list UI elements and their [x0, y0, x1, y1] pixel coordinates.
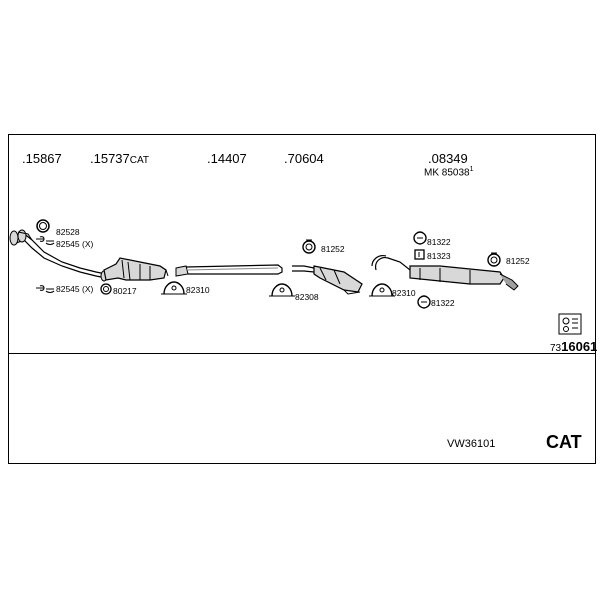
clamp-82545-a	[36, 236, 55, 245]
model-code: VW36101	[447, 438, 496, 450]
type-label: CAT	[546, 432, 582, 452]
part-number-70604: .70604	[284, 151, 324, 166]
gasket-82528	[36, 219, 50, 233]
part-number-15867: .15867	[22, 151, 62, 166]
catalytic-converter-15737	[103, 257, 169, 281]
hanger-81252-a	[302, 239, 316, 254]
fitting-label-81322-a: 81322	[427, 237, 451, 247]
front-pipe-15867	[9, 229, 108, 282]
fitting-label-80217: 80217	[113, 286, 137, 296]
clamp-82545-b	[36, 285, 55, 293]
part-number-08349: .08349	[428, 151, 468, 166]
hanger-81322-b	[417, 295, 431, 309]
fitting-label-82308: 82308	[295, 292, 319, 302]
fitting-label-81252-a: 81252	[321, 244, 345, 254]
fitting-label-81323: 81323	[427, 251, 451, 261]
fitting-label-82310-b: 82310	[392, 288, 416, 298]
mk-label: MK 850381	[424, 166, 474, 179]
middle-silencer-70604	[292, 265, 363, 295]
catalog-number: 7316061	[550, 339, 598, 354]
ring-80217	[100, 283, 112, 295]
diagram-frame	[8, 134, 596, 464]
center-pipe-14407	[175, 264, 283, 277]
mounting-kit-icon	[558, 313, 582, 335]
part-number-14407: .14407	[207, 151, 247, 166]
fitting-label-82310-a: 82310	[186, 285, 210, 295]
fitting-label-82545-a: 82545 (X)	[56, 239, 94, 249]
rear-silencer-08349	[371, 255, 519, 291]
hanger-81322-a	[413, 231, 427, 245]
fitting-label-82545-b: 82545 (X)	[56, 284, 94, 294]
fitting-label-81322-b: 81322	[431, 298, 455, 308]
clamp-82308	[269, 283, 295, 297]
section-divider	[8, 353, 596, 354]
part-number-15737: .15737CAT	[90, 151, 150, 166]
fitting-label-81252-b: 81252	[506, 256, 530, 266]
fitting-label-82528: 82528	[56, 227, 80, 237]
clamp-82310-a	[161, 281, 187, 295]
hanger-81323	[414, 249, 425, 260]
clamp-82310-b	[369, 283, 395, 297]
hanger-81252-b	[487, 252, 501, 267]
